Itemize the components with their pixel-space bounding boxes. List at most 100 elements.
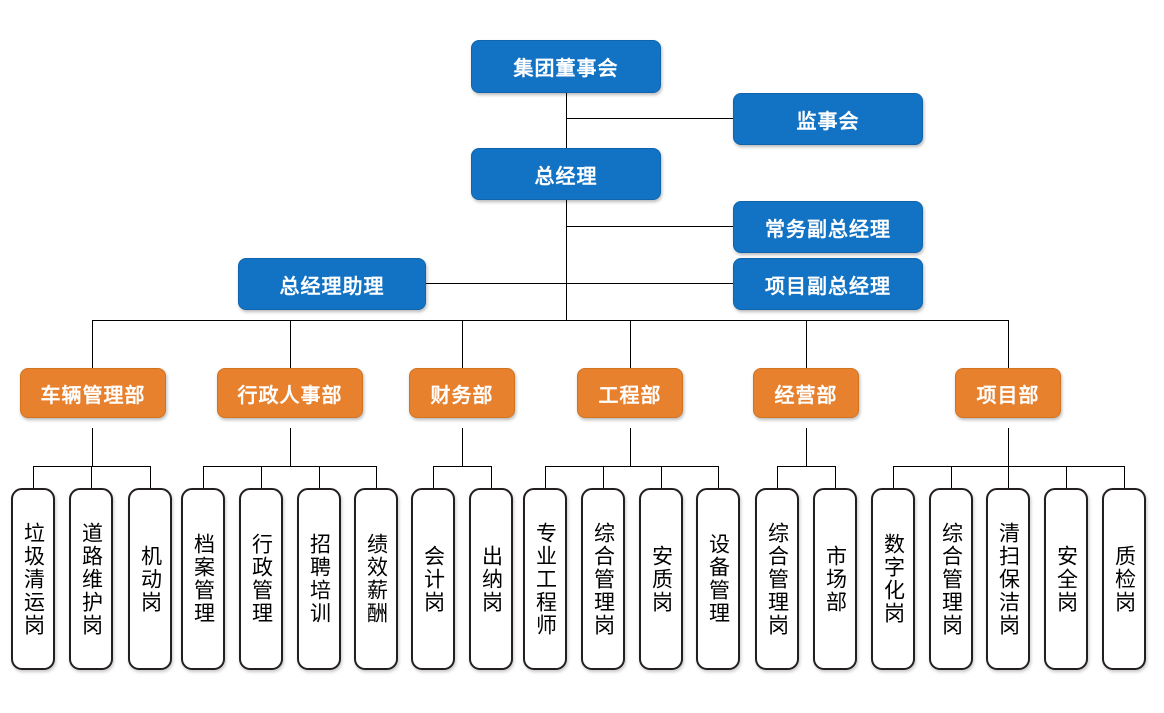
leaf-drop (261, 466, 262, 488)
connector-dept-drop-6 (1008, 320, 1009, 368)
leaf-drop (1124, 466, 1125, 488)
leaf-bus-3 (433, 466, 491, 467)
node-label: 集团董事会 (513, 58, 619, 80)
connector-gm-assistant (426, 283, 566, 284)
leaf-node[interactable]: 档案管理 (181, 488, 225, 670)
node-project-deputy-gm[interactable]: 项目副总经理 (733, 258, 923, 310)
connector-dept-drop-3 (462, 320, 463, 368)
leaf-drop (951, 466, 952, 488)
leaf-node[interactable]: 市场部 (813, 488, 857, 670)
leaf-node[interactable]: 质检岗 (1102, 488, 1146, 670)
node-gm-assistant[interactable]: 总经理助理 (238, 258, 426, 310)
leaf-drop (203, 466, 204, 488)
leaf-drop (835, 466, 836, 488)
leaf-node[interactable]: 行政管理 (239, 488, 283, 670)
node-label: 项目副总经理 (765, 275, 891, 298)
connector-dept-drop-5 (806, 320, 807, 368)
leaf-label: 市场部 (823, 544, 848, 614)
node-label: 车辆管理部 (40, 384, 146, 407)
node-label: 财务部 (430, 384, 494, 407)
connector-dept5-stem (806, 428, 807, 466)
node-department-operations[interactable]: 经营部 (753, 368, 859, 418)
leaf-node[interactable]: 数字化岗 (871, 488, 915, 670)
leaf-bus-2 (203, 466, 376, 467)
leaf-label: 专业工程师 (533, 521, 558, 637)
connector-dept-drop-4 (630, 320, 631, 368)
node-department-vehicle-management[interactable]: 车辆管理部 (20, 368, 166, 418)
leaf-drop (150, 466, 151, 488)
node-department-project[interactable]: 项目部 (955, 368, 1061, 418)
connector-board-to-gm (566, 92, 567, 152)
node-label: 行政人事部 (237, 384, 343, 407)
node-department-admin-hr[interactable]: 行政人事部 (217, 368, 363, 418)
leaf-drop (376, 466, 377, 488)
leaf-bus-5 (777, 466, 835, 467)
leaf-label: 机动岗 (138, 544, 163, 614)
connector-dept3-stem (462, 428, 463, 466)
leaf-node[interactable]: 安全岗 (1044, 488, 1088, 670)
connector-project-deputy (566, 283, 733, 284)
node-group-board[interactable]: 集团董事会 (471, 40, 661, 93)
connector-executive-deputy (566, 226, 733, 227)
leaf-node[interactable]: 综合管理岗 (755, 488, 799, 670)
leaf-node[interactable]: 综合管理岗 (581, 488, 625, 670)
leaf-node[interactable]: 出纳岗 (469, 488, 513, 670)
leaf-drop (893, 466, 894, 488)
connector-dept6-stem (1008, 428, 1009, 466)
leaf-drop (33, 466, 34, 488)
leaf-drop (491, 466, 492, 488)
leaf-node[interactable]: 会计岗 (411, 488, 455, 670)
leaf-node[interactable]: 招聘培训 (297, 488, 341, 670)
leaf-label: 档案管理 (191, 533, 216, 625)
connector-dept-drop-1 (92, 320, 93, 368)
leaf-label: 绩效薪酬 (364, 533, 389, 625)
node-label: 总经理助理 (279, 275, 385, 298)
leaf-drop (319, 466, 320, 488)
connector-dept4-stem (630, 428, 631, 466)
node-supervisory-board[interactable]: 监事会 (733, 93, 923, 145)
leaf-label: 数字化岗 (881, 533, 906, 625)
leaf-drop (777, 466, 778, 488)
leaf-bus-4 (545, 466, 718, 467)
connector-supervisory (566, 118, 733, 119)
leaf-drop (1008, 466, 1009, 488)
connector-dept2-stem (290, 428, 291, 466)
node-general-manager[interactable]: 总经理 (471, 148, 661, 200)
leaf-node[interactable]: 道路维护岗 (69, 488, 113, 670)
leaf-node[interactable]: 设备管理 (696, 488, 740, 670)
node-label: 监事会 (796, 110, 860, 133)
leaf-drop (1066, 466, 1067, 488)
leaf-label: 行政管理 (249, 533, 274, 625)
leaf-label: 综合管理岗 (765, 521, 790, 637)
leaf-label: 安全岗 (1054, 544, 1079, 614)
leaf-label: 设备管理 (706, 533, 731, 625)
leaf-label: 垃圾清运岗 (21, 521, 46, 637)
leaf-node[interactable]: 综合管理岗 (929, 488, 973, 670)
node-label: 总经理 (534, 165, 598, 188)
node-label: 项目部 (976, 384, 1040, 407)
node-executive-deputy-gm[interactable]: 常务副总经理 (733, 201, 923, 253)
leaf-node[interactable]: 安质岗 (639, 488, 683, 670)
leaf-drop (433, 466, 434, 488)
leaf-node[interactable]: 专业工程师 (523, 488, 567, 670)
leaf-label: 招聘培训 (307, 533, 332, 625)
leaf-label: 质检岗 (1112, 544, 1137, 614)
leaf-label: 综合管理岗 (591, 521, 616, 637)
leaf-label: 出纳岗 (479, 544, 504, 614)
leaf-drop (661, 466, 662, 488)
leaf-drop (603, 466, 604, 488)
leaf-node[interactable]: 清扫保洁岗 (986, 488, 1030, 670)
node-department-finance[interactable]: 财务部 (409, 368, 515, 418)
node-label: 常务副总经理 (765, 218, 891, 241)
connector-dept-drop-2 (290, 320, 291, 368)
leaf-drop (91, 466, 92, 488)
node-department-engineering[interactable]: 工程部 (577, 368, 683, 418)
connector-gm-trunk (566, 200, 567, 320)
leaf-node[interactable]: 垃圾清运岗 (11, 488, 55, 670)
leaf-node[interactable]: 绩效薪酬 (354, 488, 398, 670)
connector-dept1-stem (92, 428, 93, 466)
leaf-label: 综合管理岗 (939, 521, 964, 637)
leaf-node[interactable]: 机动岗 (128, 488, 172, 670)
leaf-label: 清扫保洁岗 (996, 521, 1021, 637)
